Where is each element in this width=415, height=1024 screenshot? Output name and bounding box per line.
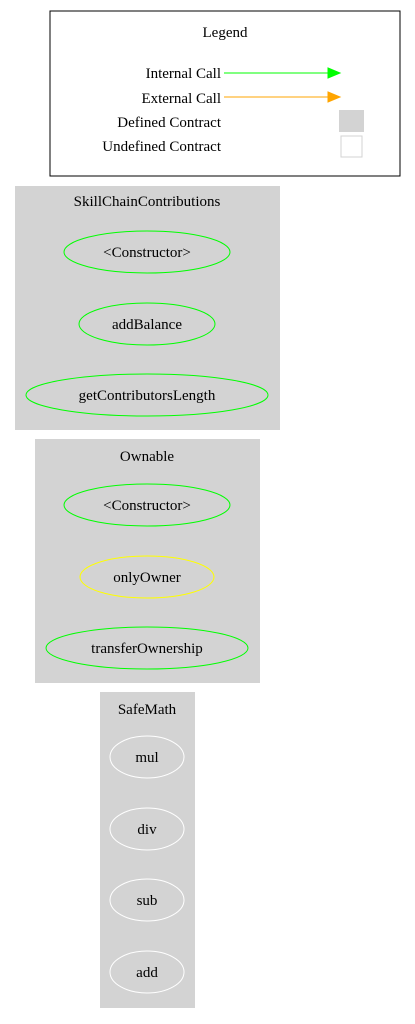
function-node[interactable] bbox=[45, 626, 249, 670]
cluster-background bbox=[15, 186, 280, 430]
function-node[interactable] bbox=[109, 950, 185, 994]
undefined-contract-swatch bbox=[340, 135, 363, 158]
function-node[interactable] bbox=[63, 230, 231, 274]
external-call-arrowhead-icon bbox=[327, 91, 342, 103]
function-node[interactable] bbox=[109, 807, 185, 851]
cluster-skillchaincontributions: SkillChainContributions <Constructor> ad… bbox=[15, 186, 280, 430]
function-label: transferOwnership bbox=[91, 641, 203, 657]
legend-defined-contract-label: Defined Contract bbox=[117, 115, 222, 131]
function-label: addBalance bbox=[112, 317, 182, 333]
function-label: mul bbox=[135, 750, 158, 766]
cluster-title: SkillChainContributions bbox=[74, 194, 221, 210]
function-node[interactable] bbox=[63, 483, 231, 527]
function-label: <Constructor> bbox=[103, 245, 191, 261]
function-label: <Constructor> bbox=[103, 498, 191, 514]
defined-contract-swatch bbox=[339, 110, 364, 132]
function-label: add bbox=[136, 965, 158, 981]
function-label: onlyOwner bbox=[113, 570, 181, 586]
cluster-title: Ownable bbox=[120, 449, 174, 465]
function-node[interactable] bbox=[78, 302, 216, 346]
function-node[interactable] bbox=[25, 373, 269, 417]
function-label: div bbox=[137, 822, 157, 838]
function-node[interactable] bbox=[109, 735, 185, 779]
function-label: getContributorsLength bbox=[79, 388, 216, 404]
legend-internal-call-label: Internal Call bbox=[146, 66, 221, 82]
cluster-background bbox=[35, 439, 260, 683]
legend: Legend Internal Call External Call Defin… bbox=[49, 10, 401, 177]
legend-undefined-contract-label: Undefined Contract bbox=[102, 139, 222, 155]
function-label: sub bbox=[137, 893, 158, 909]
cluster-ownable: Ownable <Constructor> onlyOwner transfer… bbox=[35, 439, 260, 683]
legend-title: Legend bbox=[203, 25, 248, 41]
legend-external-call-label: External Call bbox=[141, 91, 221, 107]
cluster-safemath: SafeMath mul div sub add bbox=[100, 692, 195, 1008]
internal-call-arrowhead-icon bbox=[327, 67, 342, 79]
function-node[interactable] bbox=[109, 878, 185, 922]
cluster-title: SafeMath bbox=[118, 702, 177, 718]
function-node[interactable] bbox=[79, 555, 215, 599]
